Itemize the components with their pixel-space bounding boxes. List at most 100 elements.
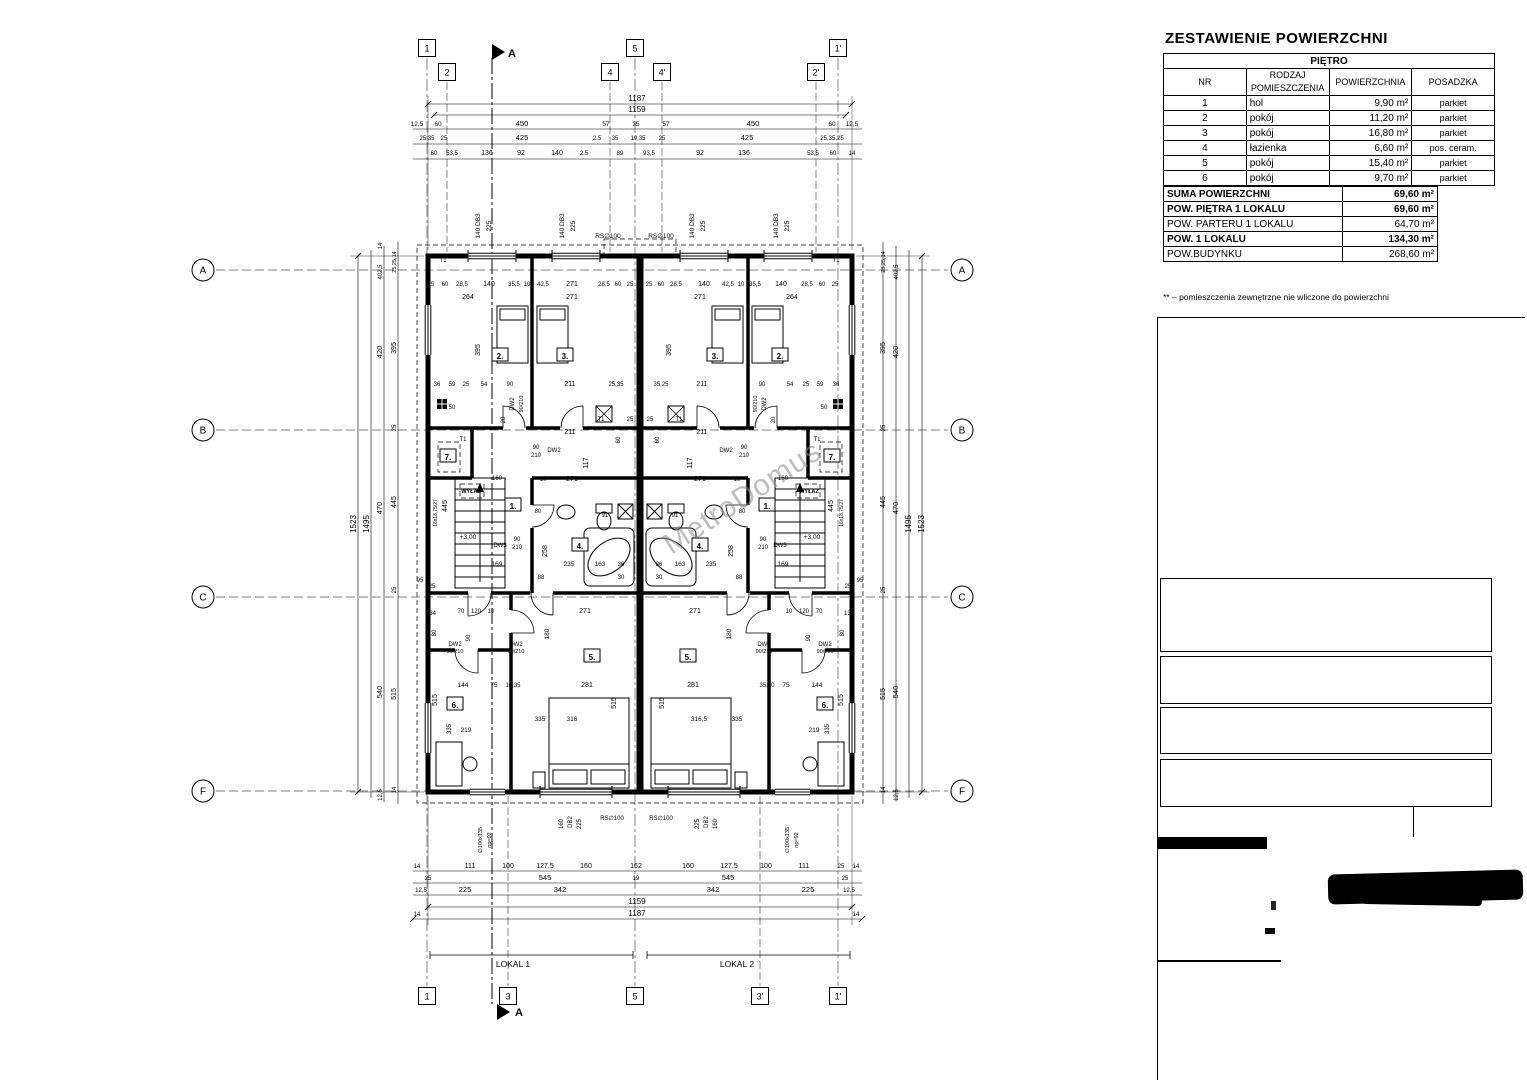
plan-text: 90: [806, 634, 812, 641]
plan-text: 264: [786, 294, 798, 301]
plan-text: 210: [758, 545, 769, 551]
plan-text: 91: [602, 513, 609, 519]
plan-text: 235: [564, 561, 575, 568]
plan-text: 80: [840, 629, 846, 636]
area-cell: 9,70 m²: [1328, 170, 1413, 186]
plan-text: 136: [738, 150, 750, 157]
title-block-box: [1160, 759, 1492, 807]
plan-text: 53,5: [807, 151, 819, 157]
areas-summary: ZESTAWIENIE POWIERZCHNI PIĘTRO NR RODZAJ…: [1163, 30, 1495, 262]
plan-text: 60: [658, 282, 665, 288]
plan-text: 1187: [628, 909, 646, 918]
plan-text: 210: [531, 453, 542, 459]
plan-text: 225: [695, 818, 701, 829]
col-header-room: RODZAJ POMIESZCZENIA: [1245, 68, 1330, 96]
plan-text: T1: [832, 258, 840, 264]
col-header-nr: NR: [1163, 68, 1247, 96]
plan-text: 160: [580, 863, 592, 870]
area-cell: parkiet: [1411, 170, 1495, 186]
plan-text: 117: [583, 457, 590, 468]
plan-text: 57: [602, 121, 610, 128]
plan-text: 1.: [510, 502, 517, 511]
plan-text: DB2: [704, 816, 710, 828]
room-tag: [823, 448, 841, 463]
plan-text: 14: [849, 151, 856, 157]
plan-text: 515: [838, 694, 845, 706]
plan-text: 14: [881, 786, 887, 793]
plan-text: 271: [566, 294, 578, 301]
axis-square: [626, 39, 644, 57]
panel-rule: [1157, 960, 1281, 962]
plan-text: ∅100x135: [784, 827, 791, 853]
plan-text: 258: [728, 545, 735, 557]
plan-text: 25: [845, 584, 852, 590]
axis-circle: [950, 779, 974, 803]
plan-text: 14: [378, 242, 384, 249]
plan-text: 90: [466, 634, 472, 641]
area-cell: pokój: [1245, 155, 1330, 171]
plan-text: 140: [483, 281, 495, 288]
plan-text: 90/210: [447, 649, 464, 655]
plan-text: 25: [803, 382, 810, 388]
plan-text: 25: [463, 382, 470, 388]
plan-text: 120: [799, 609, 810, 615]
plan-text: 127,5: [720, 863, 738, 870]
plan-text: 12,5: [415, 888, 427, 894]
plan-text: 180: [544, 628, 551, 639]
plan-text: 316,5: [691, 716, 708, 723]
plan-text: 1495: [904, 515, 913, 533]
plan-text: 14: [392, 786, 398, 793]
plan-text: 420: [891, 346, 900, 359]
plan-text: 134: [426, 611, 437, 617]
plan-text: 25: [627, 282, 634, 288]
plan-text: 35,25: [653, 382, 669, 388]
plan-text: 4.: [577, 542, 584, 551]
plan-text: 210: [739, 453, 750, 459]
plan-text: 470: [891, 502, 900, 515]
plan-text: A: [200, 266, 207, 277]
plan-text: 2': [813, 68, 820, 78]
plan-text: 225: [784, 220, 791, 231]
plan-text: 59: [817, 382, 824, 388]
plan-text: T1: [597, 417, 605, 423]
plan-text: 127,5: [536, 863, 554, 870]
summary-cell: 134,30 m²: [1342, 231, 1438, 247]
plan-text: DW3: [493, 543, 507, 549]
plan-text: 335: [535, 716, 546, 723]
plan-text: 540: [375, 686, 384, 699]
plan-text: 4: [607, 68, 612, 78]
plan-text: 10: [524, 282, 531, 288]
plan-text: T1: [813, 437, 821, 443]
lokal-span-lines: [429, 951, 851, 959]
plan-text: 425: [516, 133, 529, 142]
plan-text: 134: [844, 611, 855, 617]
plan-text: 10,35: [505, 683, 521, 689]
area-cell: 2: [1163, 110, 1247, 126]
plan-text: 28,5: [670, 282, 682, 288]
plan-text: 25: [881, 424, 887, 431]
plan-text: 60: [828, 121, 836, 128]
plan-text: 4': [659, 68, 666, 78]
summary-cell: POW. PIĘTRA 1 LOKALU: [1163, 201, 1343, 217]
redacted-mark: [1265, 928, 1275, 934]
plan-text: 14: [414, 912, 421, 918]
plan-text: DW2: [510, 397, 516, 411]
plan-text: 140 DB3: [773, 213, 780, 239]
plan-text: 271: [566, 476, 578, 483]
plan-text: 50: [821, 405, 828, 411]
plan-text: 1159: [628, 897, 646, 906]
room-tag: [706, 347, 724, 362]
plan-text: 140: [698, 281, 710, 288]
plan-text: 14: [853, 864, 860, 870]
plan-text: 54: [481, 382, 488, 388]
plan-text: 60: [655, 436, 661, 443]
plan-text: 1523: [349, 515, 358, 533]
plan-text: 211: [696, 381, 707, 388]
area-cell: 6: [1163, 170, 1247, 186]
plan-text: 25: [838, 864, 845, 870]
plan-text: DW2: [448, 642, 462, 648]
plan-text: 90: [759, 382, 766, 388]
